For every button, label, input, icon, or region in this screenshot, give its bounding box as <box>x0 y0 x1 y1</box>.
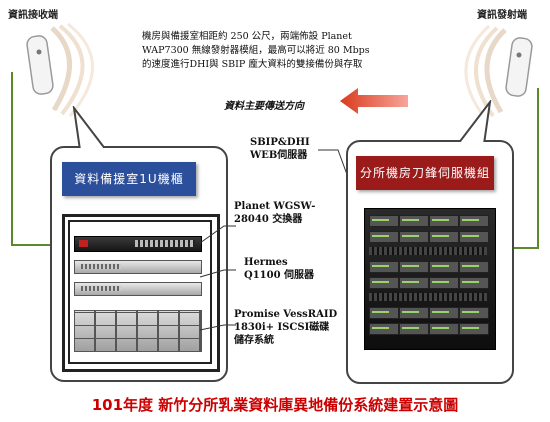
description-text: 機房與備援室相距約 250 公尺，兩端佈設 Planet WAP7300 無線發… <box>142 30 432 72</box>
left-link-line <box>11 72 52 246</box>
storage-label: Promise VessRAID 1830i+ ISCSI磁碟 儲存系統 <box>234 309 338 346</box>
description-line: 的速度進行DHI與 SBIP 龐大資料的雙接備份與存取 <box>142 59 363 70</box>
switch-ports <box>135 240 195 247</box>
flow-label: 資料主要傳送方向 <box>224 101 304 112</box>
backup-room-header: 資料備援室1U機櫃 <box>62 162 196 196</box>
server-vent <box>81 264 121 269</box>
web-server-label: SBIP&DHI WEB伺服器 <box>250 137 310 161</box>
switch-device <box>74 236 202 252</box>
flow-arrow-icon <box>340 88 408 114</box>
server-label: Hermes Q1100 伺服器 <box>244 257 315 281</box>
storage-device <box>74 310 202 352</box>
switch-logo-icon <box>79 240 88 247</box>
right-link-line <box>512 88 539 249</box>
callout-tail <box>455 100 492 146</box>
main-room-header: 分所機房刀鋒伺服機組 <box>356 156 494 190</box>
switch-label: Planet WGSW- 28040 交換器 <box>234 201 316 225</box>
description-line: WAP7300 無線發射器模組，最高可以將近 80 Mbps <box>142 45 370 56</box>
server-vent <box>81 286 121 291</box>
sender-antenna-icon <box>464 24 533 119</box>
server-device <box>74 260 202 274</box>
description-line: 機房與備援室相距約 250 公尺，兩端佈設 Planet <box>142 31 352 42</box>
diagram-title: 101年度 新竹分所乳業資料庫異地備份系統建置示意圖 <box>91 396 459 414</box>
callout-tail <box>72 106 109 152</box>
sender-label: 資訊發射端 <box>477 10 527 21</box>
receiver-antenna-icon <box>26 22 94 117</box>
server-device <box>74 282 202 296</box>
receiver-label: 資訊接收端 <box>8 10 58 21</box>
blade-server-device <box>364 208 496 350</box>
